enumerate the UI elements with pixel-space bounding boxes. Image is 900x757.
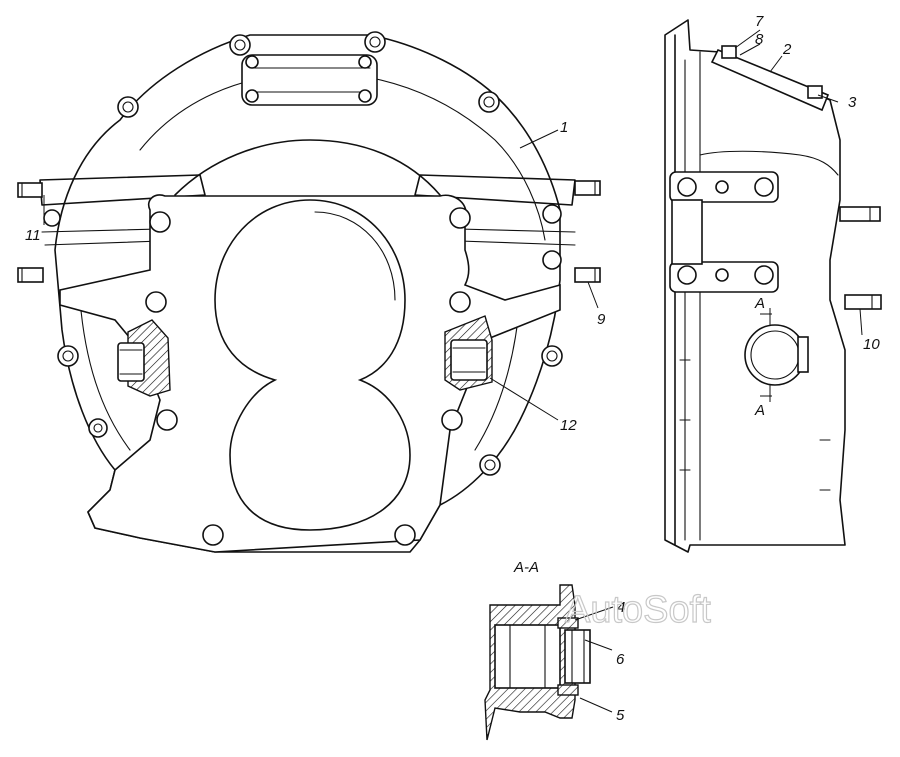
bell-opening xyxy=(174,139,441,196)
callout-6: 6 xyxy=(616,651,625,668)
callout-12: 12 xyxy=(560,417,577,434)
left-bushing-section xyxy=(117,319,171,397)
side-boss xyxy=(744,324,806,386)
right-bushing-section xyxy=(444,315,493,391)
top-cover-side xyxy=(710,48,830,112)
callout-8: 8 xyxy=(755,31,764,48)
inspection-cover xyxy=(241,54,378,106)
gear-opening xyxy=(214,199,411,531)
callout-9: 9 xyxy=(597,311,606,328)
section-a-a xyxy=(484,584,591,741)
callout-3: 3 xyxy=(848,94,857,111)
watermark: AutoSoft xyxy=(565,589,711,631)
callout-labels: 1 2 3 4 5 6 7 8 9 10 11 12 A A A-A xyxy=(25,13,880,724)
housing-inner-ring xyxy=(139,71,546,241)
callout-10: 10 xyxy=(863,336,880,353)
section-mark-top: A xyxy=(754,295,765,312)
section-title: A-A xyxy=(513,559,539,576)
leader-lines xyxy=(43,29,863,713)
callout-1: 1 xyxy=(560,119,568,136)
front-view xyxy=(17,31,601,553)
callout-5: 5 xyxy=(616,707,625,724)
right-upper-arm xyxy=(414,174,576,206)
side-view xyxy=(664,19,882,553)
callout-2: 2 xyxy=(782,41,792,58)
side-bracket-holes xyxy=(677,177,774,285)
callout-4: 4 xyxy=(617,599,625,616)
callout-11: 11 xyxy=(25,227,41,244)
mounting-studs xyxy=(17,180,601,283)
section-mark-bottom: A xyxy=(754,402,765,419)
callout-7: 7 xyxy=(755,13,764,30)
side-housing-contour xyxy=(664,19,846,553)
